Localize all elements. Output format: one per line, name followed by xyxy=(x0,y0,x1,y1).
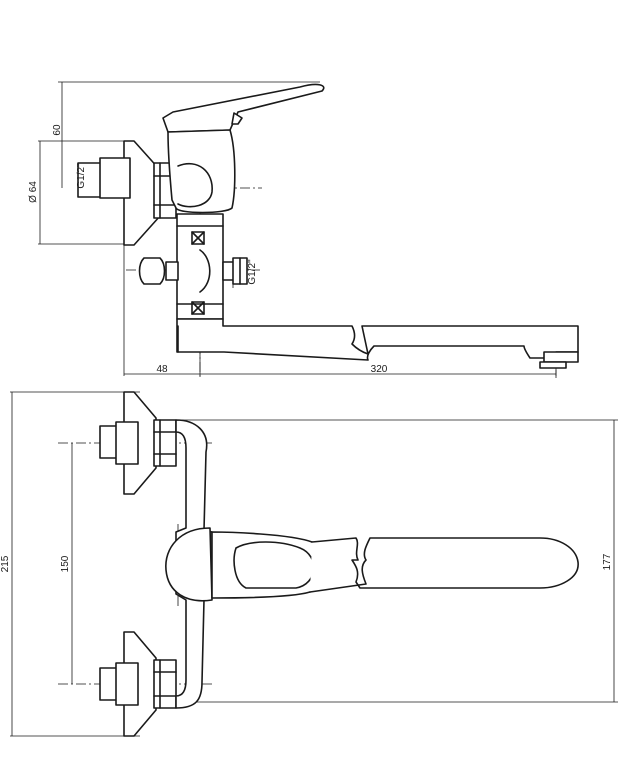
dim-150: 150 xyxy=(60,555,71,572)
dim-215: 215 xyxy=(0,555,11,572)
dim-320: 320 xyxy=(371,364,388,375)
dim-48: 48 xyxy=(156,364,168,375)
dim-thread-top: G1/2" xyxy=(76,163,87,189)
dim-64: Ø 64 xyxy=(28,181,39,203)
dim-thread-side: G1/2" xyxy=(247,259,258,285)
dim-177: 177 xyxy=(602,553,613,570)
dim-60: 60 xyxy=(52,124,63,136)
front-view: 215 150 177 xyxy=(0,391,618,737)
side-view: 60 Ø 64 G1/2" G1/2" 48 320 xyxy=(28,81,579,380)
